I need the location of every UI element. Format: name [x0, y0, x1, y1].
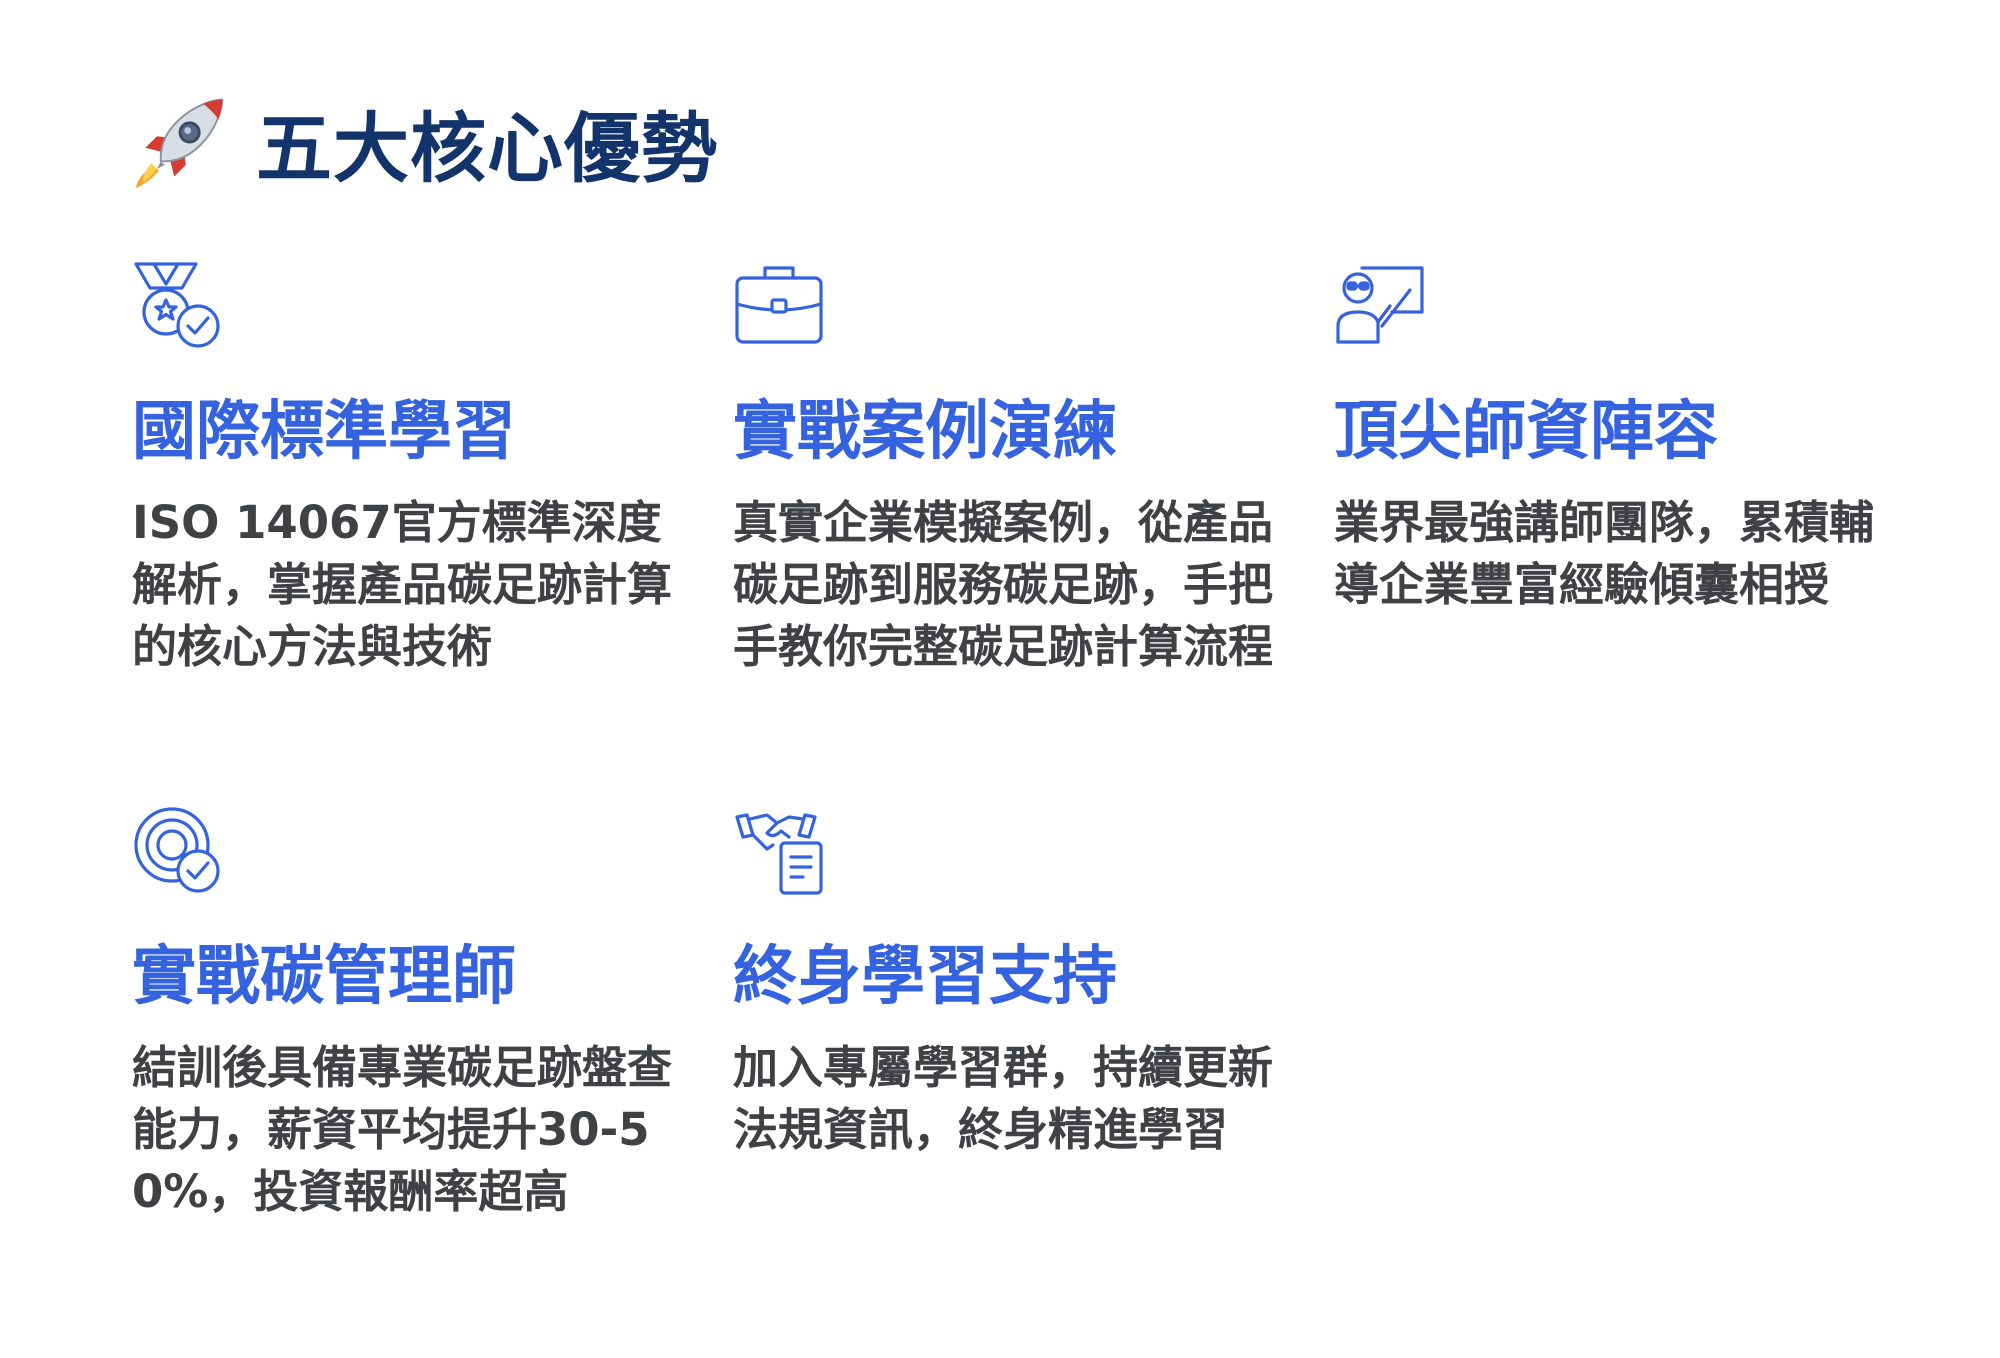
feature-title: 頂尖師資陣容: [1334, 395, 1718, 469]
feature-description: 加入專屬學習群，持續更新法規資訊，終身精進學習: [733, 1041, 1274, 1156]
feature-description: 業界最強講師團隊，累積輔導企業豐富經驗傾囊相授: [1334, 496, 1875, 611]
feature-description: 真實企業模擬案例，從產品碳足跡到服務碳足跡，手把手教你完整碳足跡計算流程: [733, 496, 1274, 673]
page-title: 五大核心優勢: [256, 104, 718, 193]
medal-check-icon: [134, 262, 220, 348]
handshake-document-icon: [735, 813, 823, 895]
feature-title: 實戰碳管理師: [132, 940, 516, 1014]
feature-description: ISO 14067官方標準深度解析，掌握產品碳足跡計算的核心方法與技術: [132, 496, 673, 673]
feature-card: 實戰案例演練 真實企業模擬案例，從產品碳足跡到服務碳足跡，手把手教你完整碳足跡計…: [733, 260, 1293, 678]
feature-card: 國際標準學習 ISO 14067官方標準深度解析，掌握產品碳足跡計算的核心方法與…: [132, 260, 692, 678]
teacher-board-icon: [1336, 266, 1424, 344]
feature-title: 終身學習支持: [733, 940, 1117, 1014]
feature-title: 實戰案例演練: [733, 395, 1117, 469]
feature-title: 國際標準學習: [132, 395, 516, 469]
feature-card: 頂尖師資陣容 業界最強講師團隊，累積輔導企業豐富經驗傾囊相授: [1334, 260, 1894, 616]
feature-card: 終身學習支持 加入專屬學習群，持續更新法規資訊，終身精進學習: [733, 805, 1293, 1161]
feature-description: 結訓後具備專業碳足跡盤查能力，薪資平均提升30-50%，投資報酬率超高: [132, 1041, 673, 1218]
rocket-icon: [135, 98, 224, 189]
briefcase-icon: [735, 266, 823, 344]
page: 五大核心優勢 國際標準學習 ISO 14067官方標準深度解析，掌握產品碳足跡計…: [132, 92, 1892, 1218]
target-check-icon: [134, 807, 220, 893]
page-header: 五大核心優勢: [132, 92, 1892, 193]
feature-card: 實戰碳管理師 結訓後具備專業碳足跡盤查能力，薪資平均提升30-50%，投資報酬率…: [132, 805, 692, 1223]
